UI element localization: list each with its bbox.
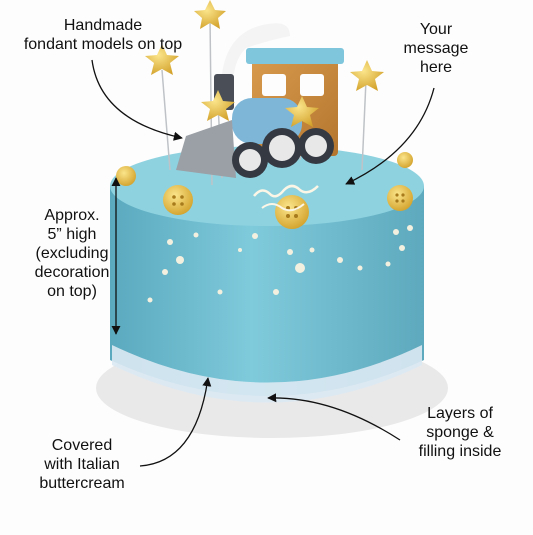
- sprinkle-band: [112, 345, 422, 403]
- gold-stars: [145, 0, 384, 127]
- steam-puff: [222, 23, 290, 74]
- annotation-height: Approx. 5” high (excluding decoration on…: [34, 207, 110, 300]
- train-wheels: [232, 128, 334, 178]
- callout-arrows: [91, 59, 435, 467]
- annotation-buttercream: Covered with Italian buttercream: [39, 437, 125, 492]
- cake-side: [110, 186, 424, 396]
- train-cowcatcher: [176, 120, 236, 178]
- gold-buttons: [116, 152, 413, 229]
- annotation-message: Your message here: [403, 21, 469, 76]
- annotation-fondant-models: Handmade fondant models on top: [23, 17, 183, 53]
- pearl-sprinkles: [147, 225, 413, 303]
- train-roof: [246, 48, 344, 64]
- piped-message: [253, 184, 319, 198]
- annotation-layers: Layers of sponge & filling inside: [418, 405, 502, 460]
